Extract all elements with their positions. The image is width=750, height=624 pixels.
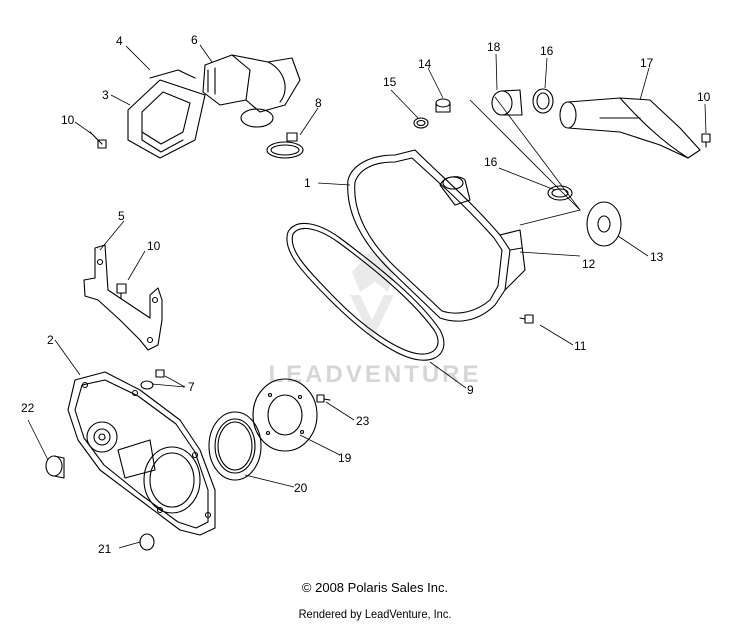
exhaust-duct-part-17 bbox=[559, 97, 701, 159]
screw-part-11 bbox=[519, 314, 534, 324]
o-ring-part-15 bbox=[413, 117, 429, 129]
outer-clutch-cover-part-1 bbox=[347, 149, 526, 322]
callout-1: 1 bbox=[304, 176, 311, 190]
callout-14: 14 bbox=[418, 57, 432, 71]
spacer-part-22 bbox=[45, 455, 65, 479]
callout-19: 19 bbox=[338, 451, 352, 465]
intake-duct-part-6 bbox=[202, 54, 301, 128]
callout-23: 23 bbox=[356, 414, 370, 428]
screw-part-10-bracket bbox=[116, 283, 127, 299]
hose-clamp-part-16-lower bbox=[547, 185, 573, 201]
callout-8: 8 bbox=[315, 96, 322, 110]
seal-part-20 bbox=[208, 411, 262, 481]
screws-part-7 bbox=[140, 369, 165, 390]
callout-16-upper: 16 bbox=[540, 44, 554, 58]
copyright-notice: © 2008 Polaris Sales Inc. bbox=[301, 580, 449, 595]
callout-10-duct: 10 bbox=[697, 90, 711, 104]
callout-15: 15 bbox=[383, 75, 397, 89]
plug-part-14 bbox=[435, 98, 451, 113]
bracket-part-5 bbox=[83, 244, 163, 351]
callout-2: 2 bbox=[47, 333, 54, 347]
leader-lines bbox=[27, 44, 707, 549]
coupler-part-18 bbox=[491, 89, 523, 116]
callout-11: 11 bbox=[574, 339, 587, 353]
callout-21: 21 bbox=[98, 542, 112, 556]
duct-frame-part-4 bbox=[149, 69, 196, 79]
hose-clamp-part-16-upper bbox=[532, 88, 554, 114]
callout-13: 13 bbox=[650, 250, 664, 264]
drive-belt-part-9 bbox=[286, 222, 445, 361]
callout-7: 7 bbox=[188, 380, 195, 394]
callout-22: 22 bbox=[21, 401, 35, 415]
callout-16-lower: 16 bbox=[484, 155, 498, 169]
callout-12: 12 bbox=[582, 257, 596, 271]
gasket-part-13 bbox=[586, 201, 622, 247]
plate-part-19 bbox=[252, 378, 318, 452]
screw-part-10-duct bbox=[701, 133, 711, 148]
screw-part-10-upper-left bbox=[89, 131, 107, 149]
callout-numbers: 4 3 6 8 10 5 10 1 15 14 18 16 17 10 16 1… bbox=[21, 33, 711, 556]
rendered-by-credit: Rendered by LeadVenture, Inc. bbox=[298, 607, 452, 621]
callout-3: 3 bbox=[102, 88, 109, 102]
callout-17: 17 bbox=[640, 56, 654, 70]
callout-4: 4 bbox=[116, 34, 123, 48]
callout-10-upper-left: 10 bbox=[61, 113, 75, 127]
callout-6: 6 bbox=[191, 33, 198, 47]
plug-part-21 bbox=[139, 533, 155, 551]
duct-seal-part-3 bbox=[127, 79, 206, 159]
callout-9: 9 bbox=[467, 383, 474, 397]
inner-clutch-cover-part-2 bbox=[67, 371, 216, 536]
watermark-text: LEADVENTURE bbox=[268, 361, 481, 388]
callout-18: 18 bbox=[487, 40, 501, 54]
screw-part-23 bbox=[316, 394, 331, 403]
exploded-parts-diagram: LEADVENTURE bbox=[21, 33, 711, 556]
callout-10-bracket: 10 bbox=[147, 239, 161, 253]
hose-clamp-part-8 bbox=[266, 132, 304, 159]
callout-20: 20 bbox=[294, 481, 308, 495]
callout-5: 5 bbox=[118, 209, 125, 223]
